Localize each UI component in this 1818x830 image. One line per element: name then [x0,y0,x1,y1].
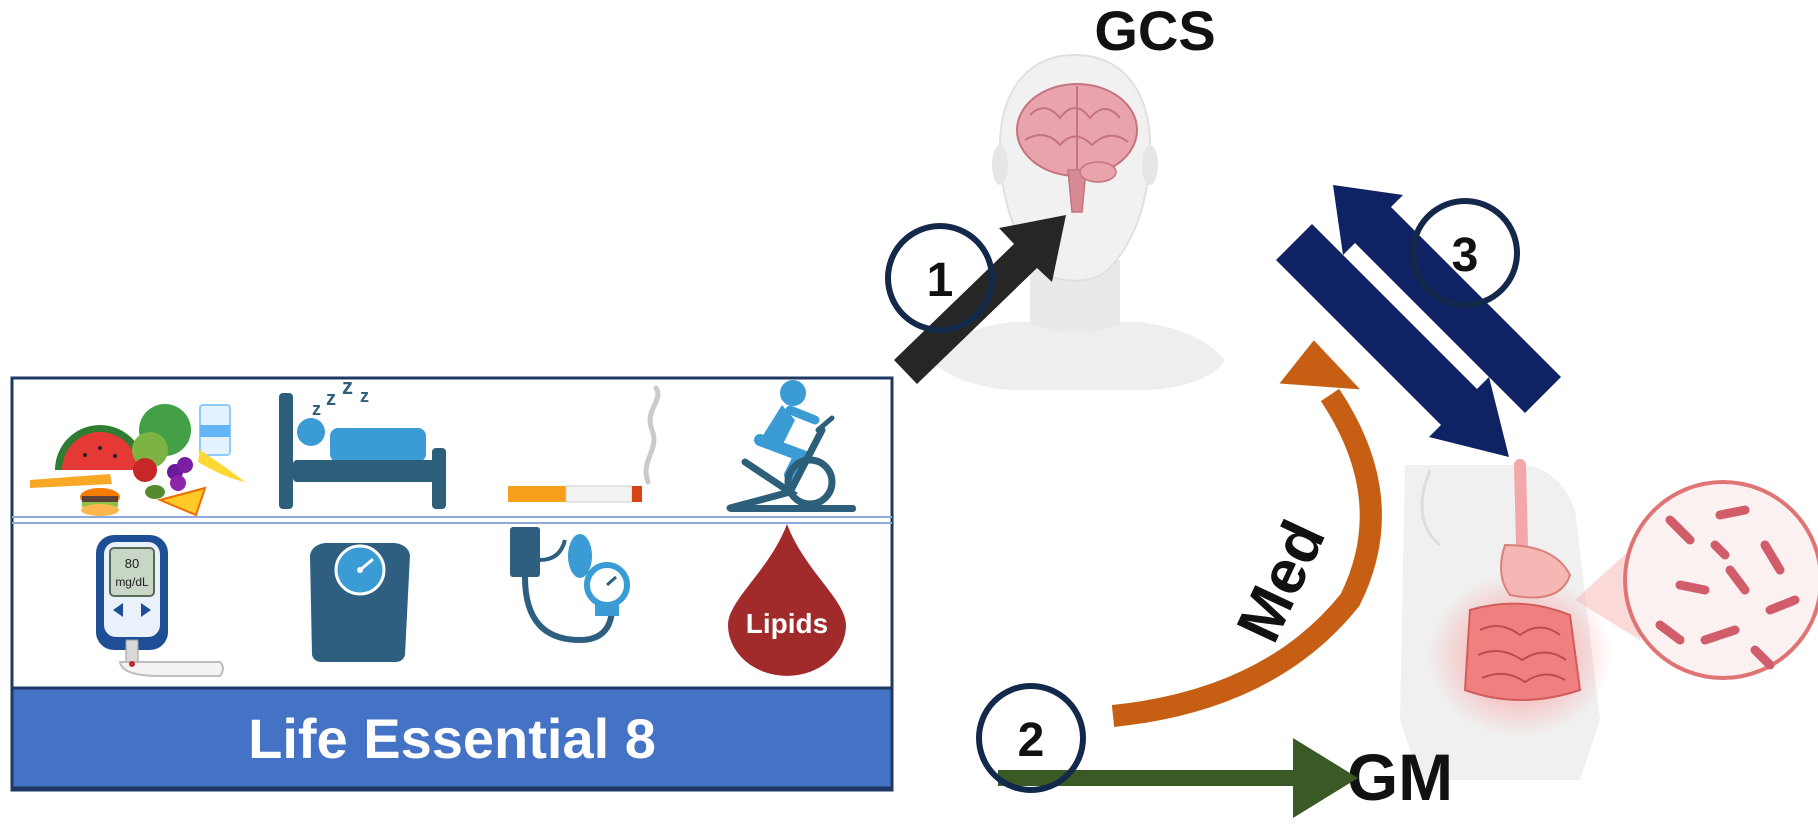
gut-icon [1428,459,1612,737]
glucometer-reading: 80 [125,556,139,571]
glucometer-unit: mg/dL [115,575,149,589]
gcs-label: GCS [1094,0,1215,62]
svg-text:z: z [342,374,353,399]
brain-icon [1016,83,1138,213]
exercise-bike-icon [726,380,856,512]
pathway-2-marker: 2 [976,683,1086,793]
blood-pressure-icon [510,527,630,644]
pathway-3-number: 3 [1452,229,1479,282]
pathway-1-arrow [894,215,1066,384]
life-essential-8-panel: z z z z 80 mg/dL [10,374,894,792]
glucometer-icon: 80 mg/dL [96,535,224,677]
svg-text:z: z [326,388,336,410]
microbiome-magnifier-icon [1575,480,1818,680]
pathway-2-arrow [998,738,1358,818]
diet-icon [30,404,245,517]
pathway-2-number: 2 [1018,714,1045,767]
sleep-icon: z z z z [279,374,446,509]
lipids-drop-icon: Lipids [728,524,846,676]
svg-text:z: z [312,399,321,419]
mediation-arrow [1111,340,1382,727]
lipids-label: Lipids [746,608,828,639]
life-essential-8-footer [10,686,894,790]
svg-text:z: z [360,386,369,406]
pathway-3-arrow-down [1276,224,1509,457]
gm-label: GM [1347,740,1453,814]
pathway-1-number: 1 [927,254,954,307]
pathway-3-marker: 3 [1410,198,1520,308]
pathway-1-marker: 1 [885,223,995,333]
cigarette-icon [508,385,661,503]
weight-scale-icon [310,543,410,662]
